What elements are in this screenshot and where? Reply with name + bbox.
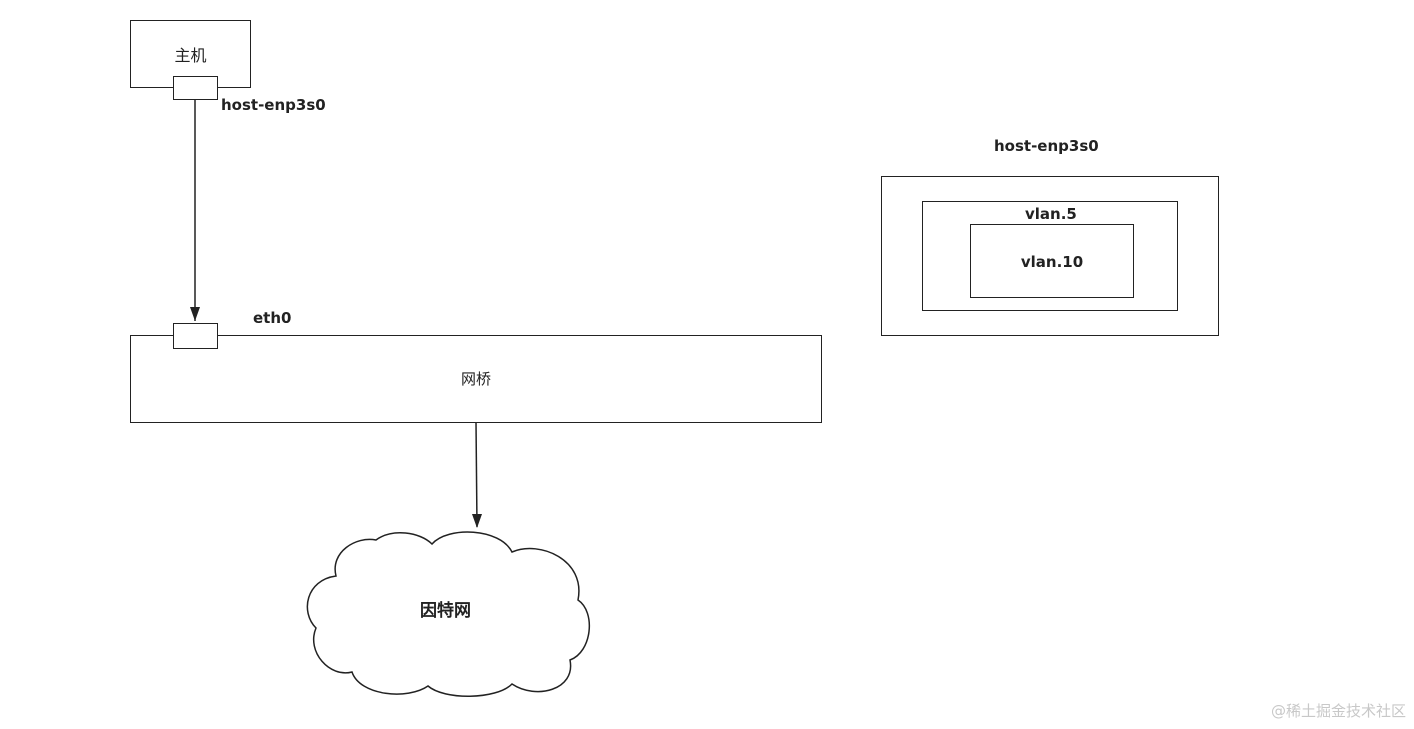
vlan-outer-title: host-enp3s0: [994, 137, 1099, 155]
vlan10-label: vlan.10: [1020, 253, 1084, 271]
host-to-bridge-arrowhead: [190, 307, 200, 321]
host-label: 主机: [174, 46, 207, 65]
host-port: [173, 76, 218, 100]
eth0-label: eth0: [253, 309, 292, 327]
bridge-to-internet-arrow: [475, 421, 478, 528]
watermark: @稀土掘金技术社区: [1270, 702, 1406, 720]
internet-label: 因特网: [420, 601, 471, 621]
eth0-port: [173, 323, 218, 349]
vlan5-label: vlan.5: [1025, 205, 1077, 223]
bridge-label: 网桥: [460, 370, 491, 388]
host-port-label: host-enp3s0: [221, 96, 326, 114]
bridge-to-internet-arrowhead: [472, 514, 482, 528]
bridge-box: 网桥: [130, 335, 822, 423]
internet-cloud-shape: [306, 531, 591, 697]
vlan10-box: vlan.10: [970, 224, 1134, 298]
